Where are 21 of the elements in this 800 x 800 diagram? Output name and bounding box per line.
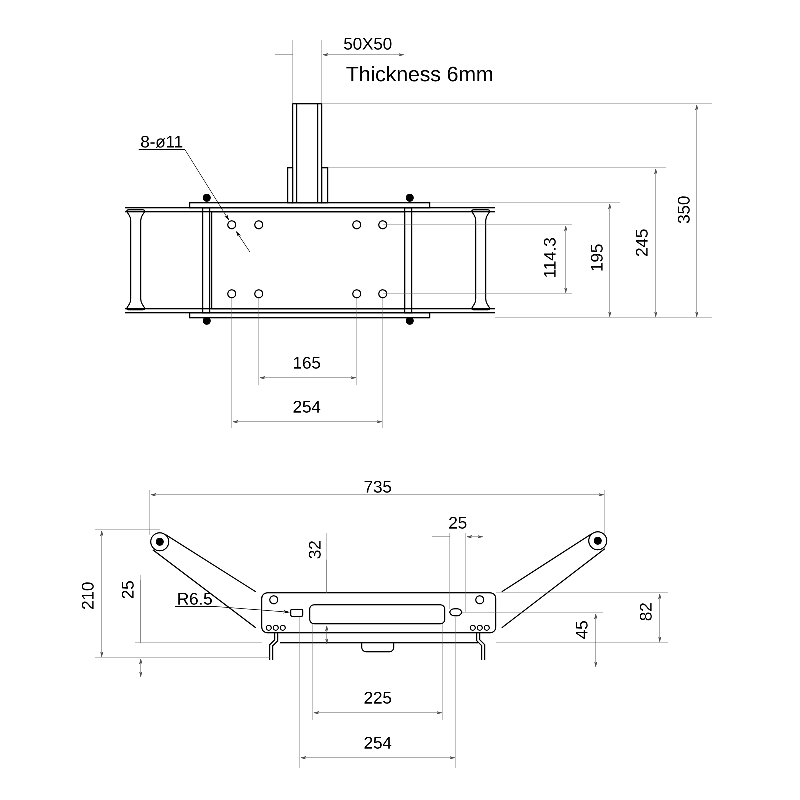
slot-hole [290,608,304,618]
dimension-label: 254 [364,737,392,749]
dimension-label: 114.3 [544,238,556,278]
mounting-hole [227,220,237,230]
dimension-label: Thickness 6mm [346,66,492,82]
dimension-label: 82 [640,603,652,621]
dimension-label: 165 [294,357,320,369]
dimension-label: 254 [294,401,321,413]
dimension-label: 350 [678,196,690,224]
dimension-label: 45 [576,621,588,639]
callout-text: 8-ø11 [141,136,183,148]
dimension-label: 50X50 [344,38,392,50]
dimension-label: 735 [364,481,392,493]
dimension-label: 245 [636,230,648,256]
dimension-label: 210 [82,582,94,610]
dimension-label: 195 [591,244,603,271]
dimension-label: 25 [122,581,134,599]
dimension-label: 25 [449,517,467,529]
dimension-label: 32 [309,541,321,559]
dimension-label: 225 [364,692,392,704]
callout-text: R6.5 [178,593,212,605]
